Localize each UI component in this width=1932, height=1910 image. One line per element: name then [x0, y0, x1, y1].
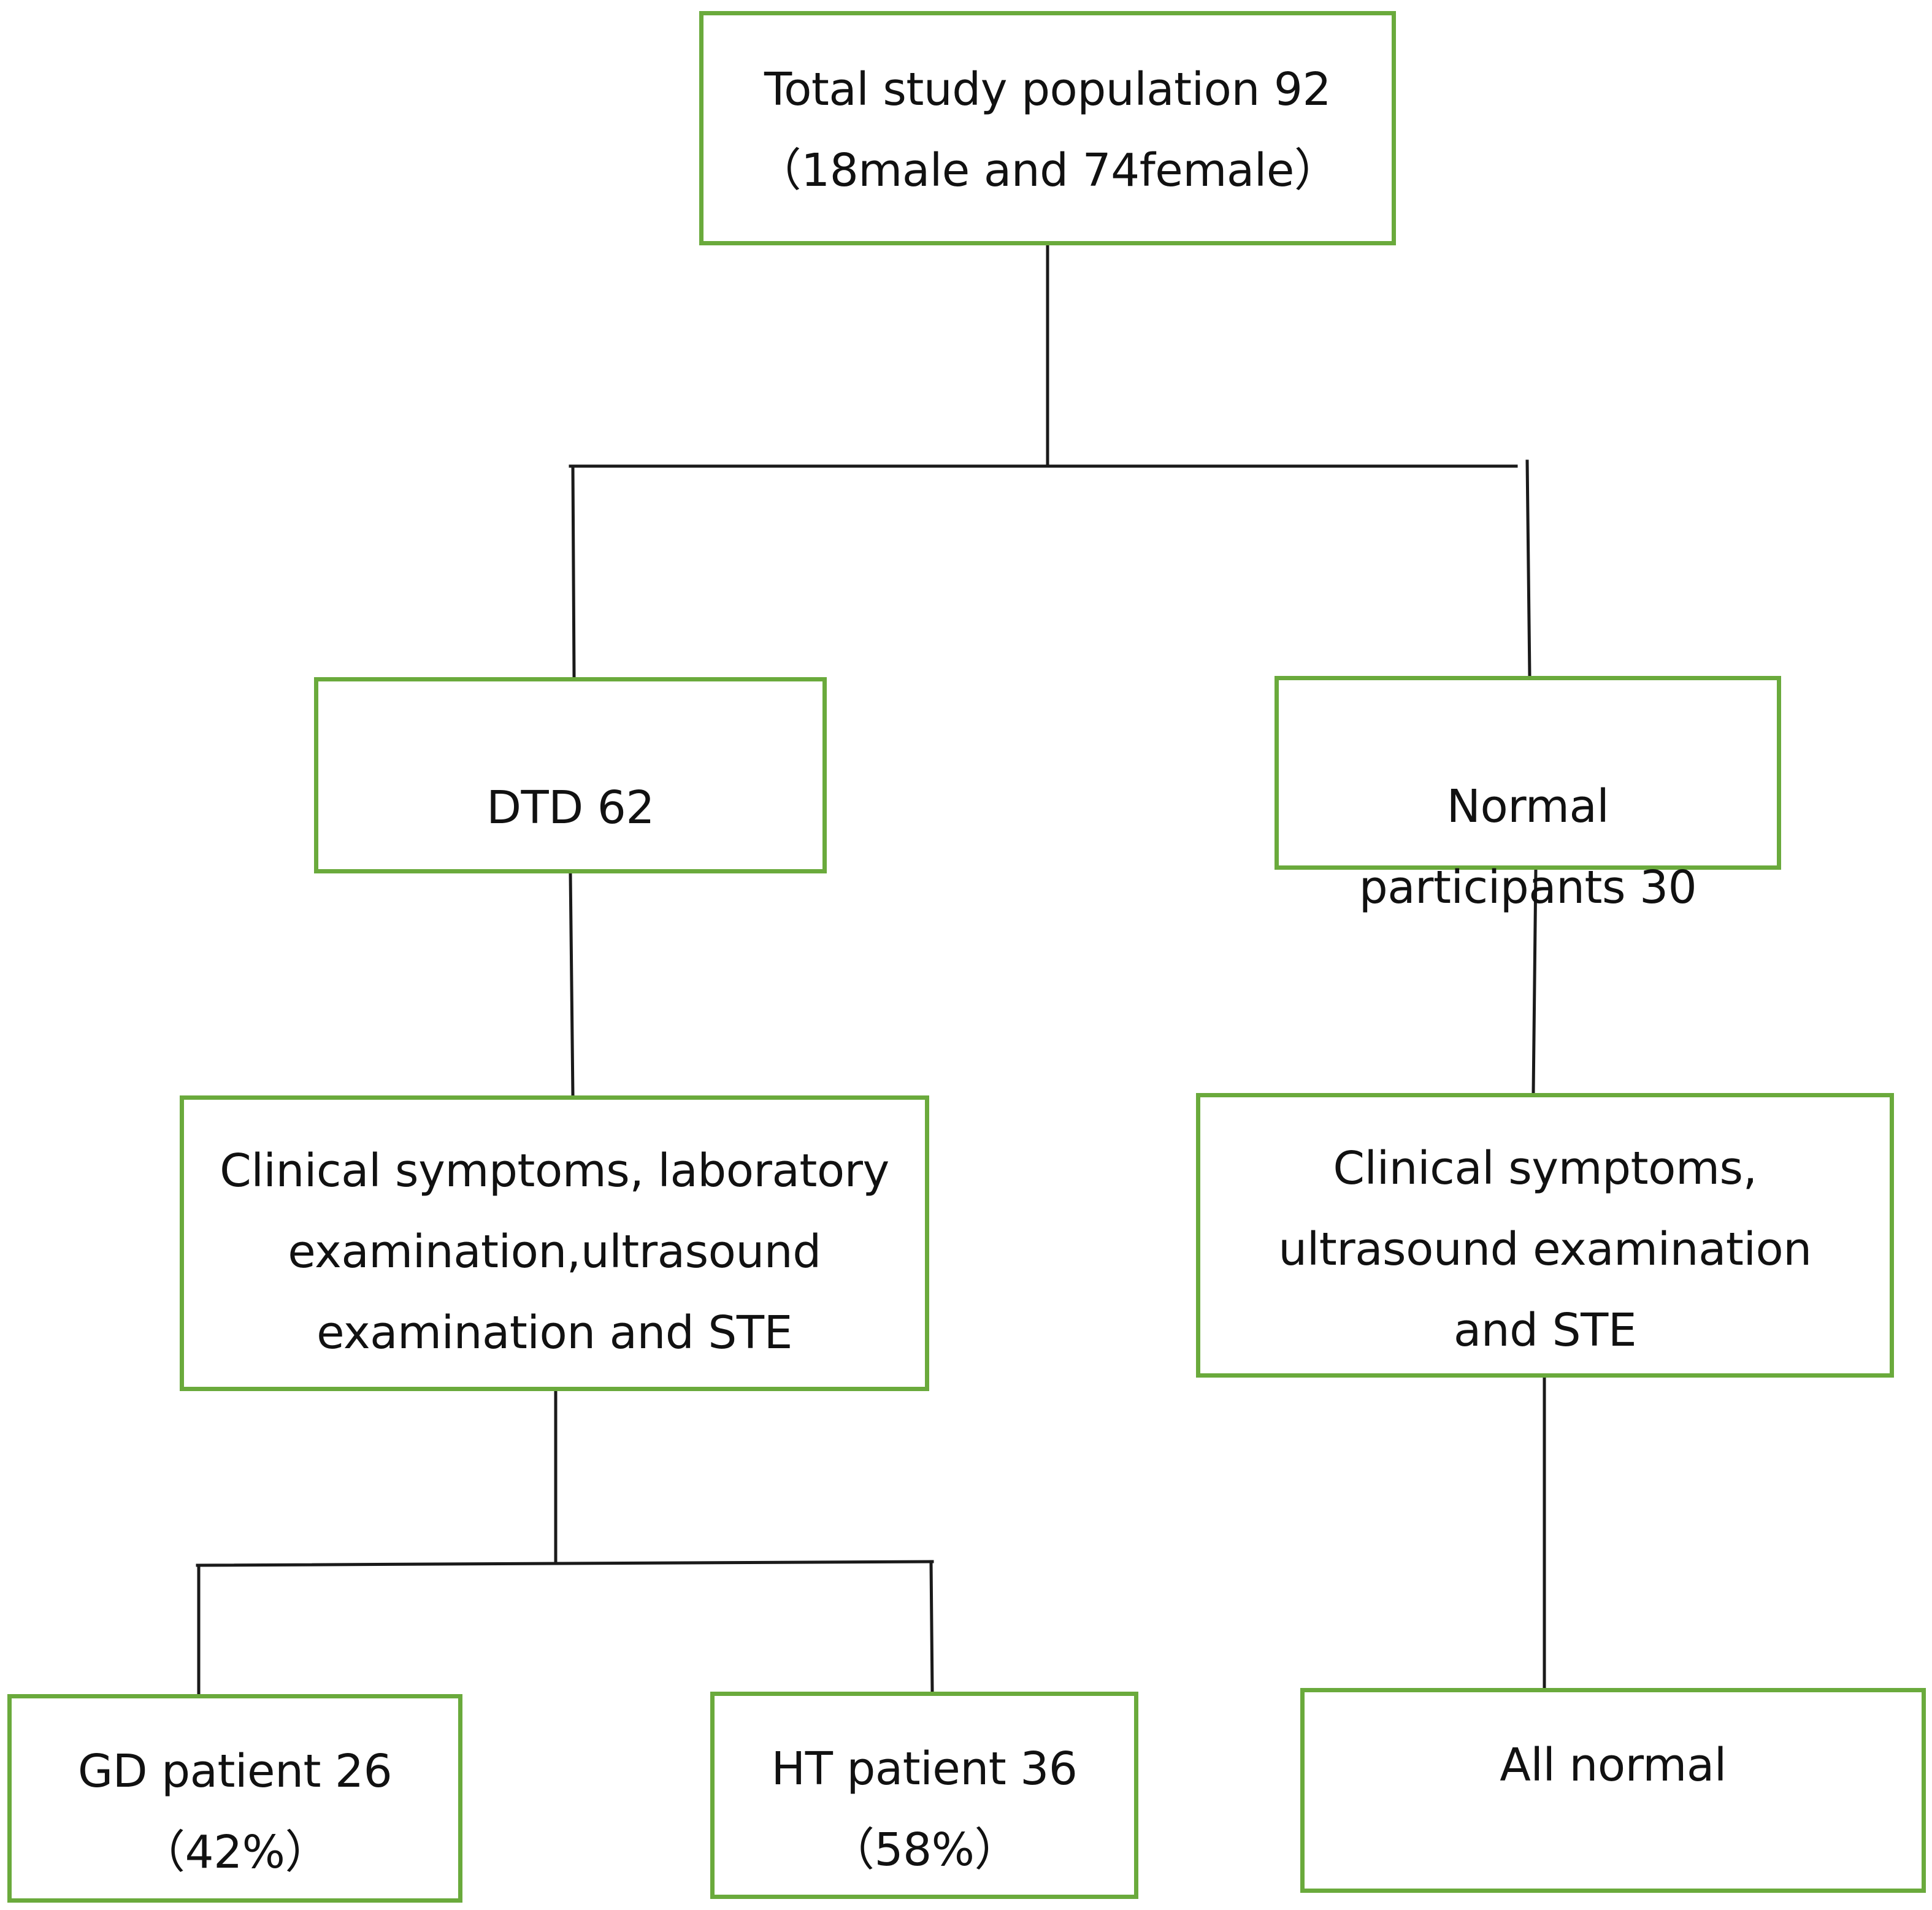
connector-split-gd-ht: [196, 1560, 934, 1567]
node-gd-patient: GD patient 26 （42%）: [7, 1694, 462, 1903]
node-gd-line-2: （42%）: [140, 1826, 330, 1879]
node-total-line-2: （18male and 74female）: [756, 144, 1340, 197]
node-gd-line-1: GD patient 26: [77, 1745, 393, 1798]
node-normal-exam-line-2: ultrasound examination: [1278, 1223, 1812, 1276]
node-normal-exam-line-3: and STE: [1453, 1304, 1637, 1357]
node-total-line-1: Total study population 92: [764, 63, 1332, 116]
node-dtd-line-1: DTD 62: [486, 781, 654, 834]
node-dtd: DTD 62: [314, 677, 827, 873]
connector-to-normal: [1525, 459, 1531, 678]
node-dtd-exam-line-3: examination and STE: [316, 1306, 792, 1359]
node-ht-line-1: HT patient 36: [771, 1743, 1078, 1795]
node-ht-line-2: （58%）: [829, 1824, 1019, 1876]
connector-to-dtd: [571, 464, 576, 679]
node-ht-patient: HT patient 36 （58%）: [710, 1692, 1138, 1899]
connector-normal-to-exam: [1531, 868, 1538, 1095]
node-normal-line-1: Normal: [1446, 780, 1609, 833]
node-total-study-population: Total study population 92 （18male and 74…: [699, 11, 1396, 245]
node-all-normal: All normal: [1300, 1688, 1926, 1893]
node-dtd-examination: Clinical symptoms, laboratory examinatio…: [180, 1095, 929, 1391]
node-dtd-exam-line-2: examination,ultrasound: [288, 1225, 821, 1278]
connector-to-ht: [929, 1560, 934, 1693]
node-dtd-exam-line-1: Clinical symptoms, laboratory: [220, 1145, 889, 1197]
node-normal-line-2: participants 30: [1359, 861, 1697, 914]
node-all-normal-line-1: All normal: [1500, 1739, 1727, 1792]
connector-dtd-to-exam: [569, 872, 575, 1097]
node-normal-exam-line-1: Clinical symptoms,: [1333, 1142, 1757, 1195]
node-normal-examination: Clinical symptoms, ultrasound examinatio…: [1196, 1093, 1894, 1378]
node-normal-participants: Normal participants 30: [1275, 676, 1781, 914]
